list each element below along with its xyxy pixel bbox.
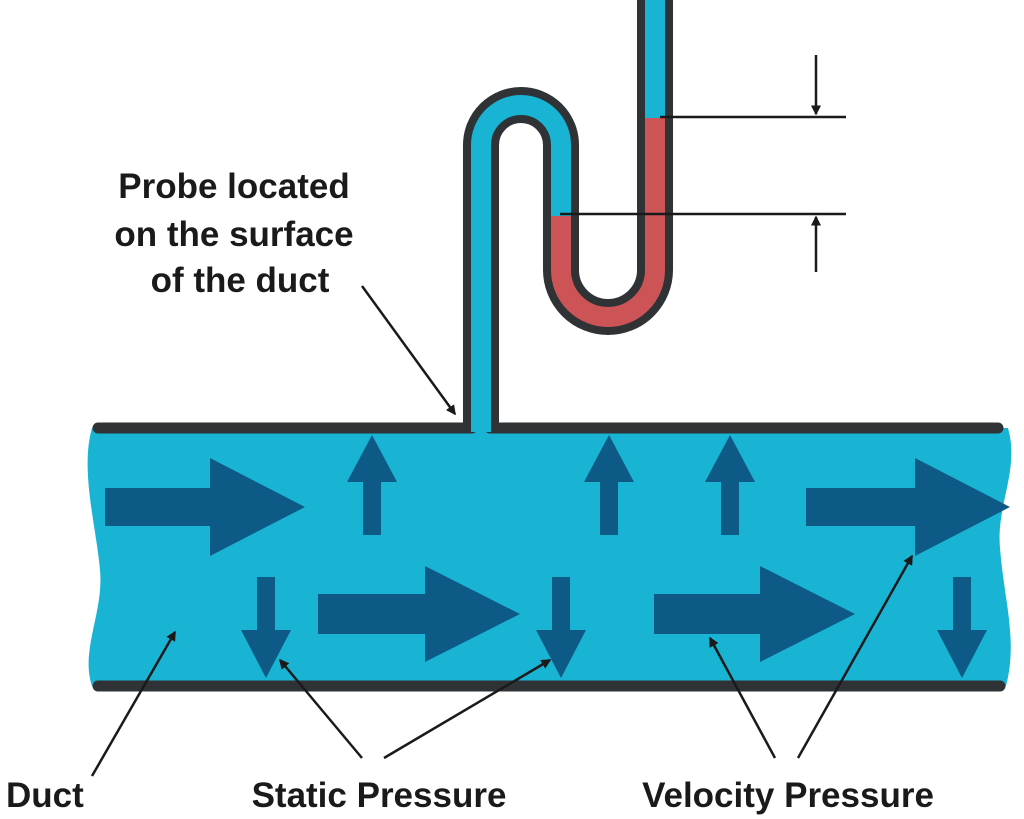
static-pressure-label: Static Pressure bbox=[252, 776, 507, 815]
manometer-liquid bbox=[551, 118, 665, 327]
level-difference bbox=[560, 55, 846, 272]
duct-label: Duct bbox=[6, 776, 84, 815]
velocity-leader-2 bbox=[796, 554, 914, 759]
down-arrow-icon bbox=[536, 577, 586, 678]
velocity-arrows bbox=[105, 458, 1010, 662]
static-leader-2 bbox=[383, 658, 552, 760]
velocity-pressure-label: Velocity Pressure bbox=[642, 776, 934, 815]
up-arrow-icon bbox=[584, 435, 634, 535]
static-leader-1 bbox=[279, 658, 363, 759]
up-arrow-icon bbox=[705, 435, 755, 535]
probe-label-line-1: Probe located bbox=[118, 167, 349, 206]
flow-arrow-4 bbox=[806, 458, 1010, 556]
leader-lines bbox=[90, 285, 914, 777]
labels: Probe located on the surface of the duct… bbox=[6, 167, 934, 815]
flow-arrow-2 bbox=[318, 566, 520, 662]
down-arrow-icon bbox=[937, 577, 987, 678]
duct-leader bbox=[90, 630, 177, 777]
velocity-leader-1 bbox=[708, 636, 777, 759]
manometer bbox=[463, 0, 673, 432]
manometer-air-column bbox=[471, 95, 571, 432]
static-pressure-arrows bbox=[241, 435, 987, 678]
probe-leader bbox=[360, 285, 457, 416]
probe-label-line-2: on the surface bbox=[114, 215, 353, 254]
down-arrow-icon bbox=[241, 577, 291, 678]
probe-label-line-3: of the duct bbox=[151, 261, 330, 300]
up-arrow-icon bbox=[347, 435, 397, 535]
flow-arrow-1 bbox=[105, 458, 305, 556]
flow-arrow-3 bbox=[654, 566, 855, 662]
